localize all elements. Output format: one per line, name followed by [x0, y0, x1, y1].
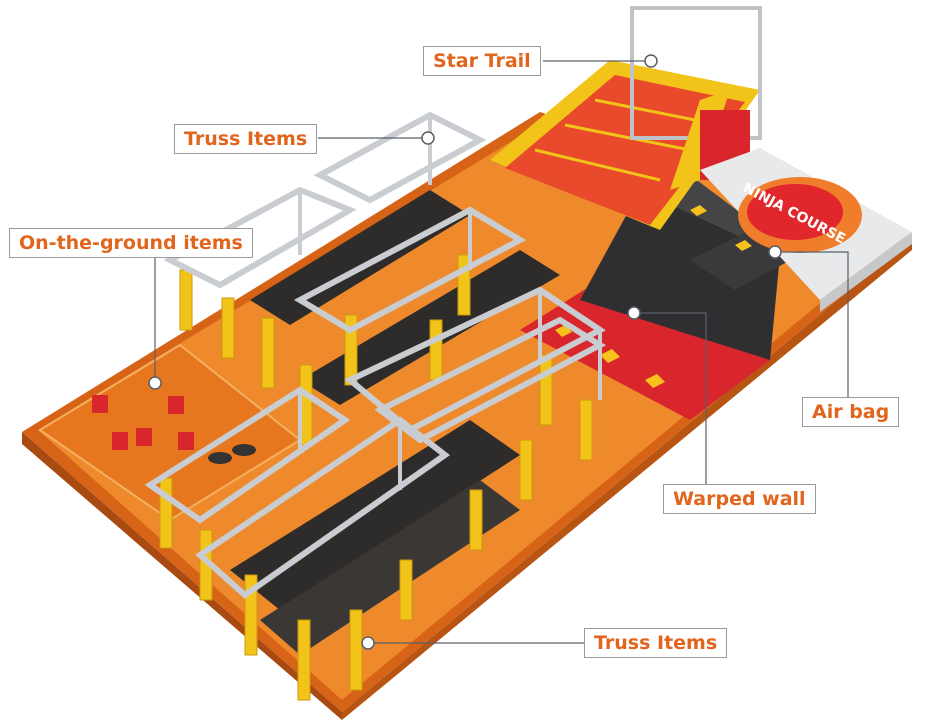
truss-items-top-label: Truss Items [174, 124, 318, 154]
air-bag-label: Air bag [802, 397, 900, 427]
warped-wall-anchor [627, 306, 641, 320]
truss-items-top-anchor [421, 131, 435, 145]
truss-items-bottom-anchor [361, 636, 375, 650]
truss-items-bottom-label: Truss Items [584, 628, 728, 658]
air-bag-anchor [768, 245, 782, 259]
leader-lines [154, 60, 849, 644]
star-trail-structure [490, 6, 762, 230]
star-trail-anchor [644, 54, 658, 68]
on-the-ground-items-label: On-the-ground items [9, 228, 253, 258]
star-trail-label: Star Trail [423, 46, 541, 76]
warped-wall-label: Warped wall [663, 484, 816, 514]
truss-uprights [298, 115, 602, 490]
anchor-dots [148, 54, 782, 650]
on-the-ground-anchor [148, 376, 162, 390]
air-bag-structure: NINJA COURSE [700, 148, 912, 312]
